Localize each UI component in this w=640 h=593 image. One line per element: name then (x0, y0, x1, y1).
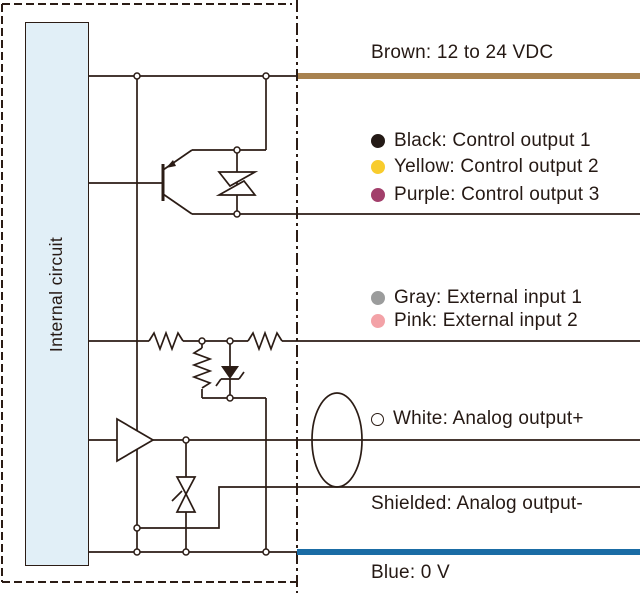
label-brown-power: Brown: 12 to 24 VDC (371, 42, 553, 64)
amplifier-symbol (116, 417, 155, 463)
zener-diode-symbol (215, 366, 245, 387)
pnp-transistor-symbol (161, 160, 176, 201)
label-control-output-3: Purple: Control output 3 (371, 184, 599, 206)
label-external-input-2: Pink: External input 2 (371, 310, 578, 332)
label-text: Black: Control output 1 (394, 130, 591, 151)
resistor-symbols (148, 330, 283, 389)
label-control-output-2: Yellow: Control output 2 (371, 156, 599, 178)
black-wire-dot (371, 134, 385, 148)
gray-wire-dot (371, 291, 385, 305)
label-text: Shielded: Analog output- (371, 493, 583, 514)
cable-shield-ellipse (311, 392, 363, 488)
bidirectional-zener-analog-symbol (171, 476, 197, 513)
label-shielded: Shielded: Analog output- (371, 493, 583, 515)
label-text: Brown: 12 to 24 VDC (371, 42, 554, 63)
label-text: Purple: Control output 3 (394, 184, 600, 205)
label-analog-output-plus: White: Analog output+ (371, 408, 584, 430)
dashed-enclosure (1, 0, 298, 593)
bidirectional-zener-top-symbol (215, 171, 259, 196)
label-text: Blue: 0 V (371, 562, 450, 583)
label-control-output-1: Black: Control output 1 (371, 130, 591, 152)
purple-wire-dot (371, 188, 385, 202)
white-wire-dot (371, 412, 384, 426)
internal-circuit-label: Internal circuit (46, 236, 67, 352)
label-text: Pink: External input 2 (394, 310, 578, 331)
pink-wire-dot (371, 314, 385, 328)
label-text: Yellow: Control output 2 (394, 156, 599, 177)
label-text: Gray: External input 1 (394, 287, 583, 308)
junction-nodes (133, 72, 270, 556)
label-text: White: Analog output+ (393, 408, 584, 429)
internal-circuit-box: Internal circuit (25, 22, 89, 566)
label-external-input-1: Gray: External input 1 (371, 287, 582, 309)
label-blue-0v: Blue: 0 V (371, 562, 450, 584)
wires (89, 75, 640, 553)
yellow-wire-dot (371, 160, 385, 174)
